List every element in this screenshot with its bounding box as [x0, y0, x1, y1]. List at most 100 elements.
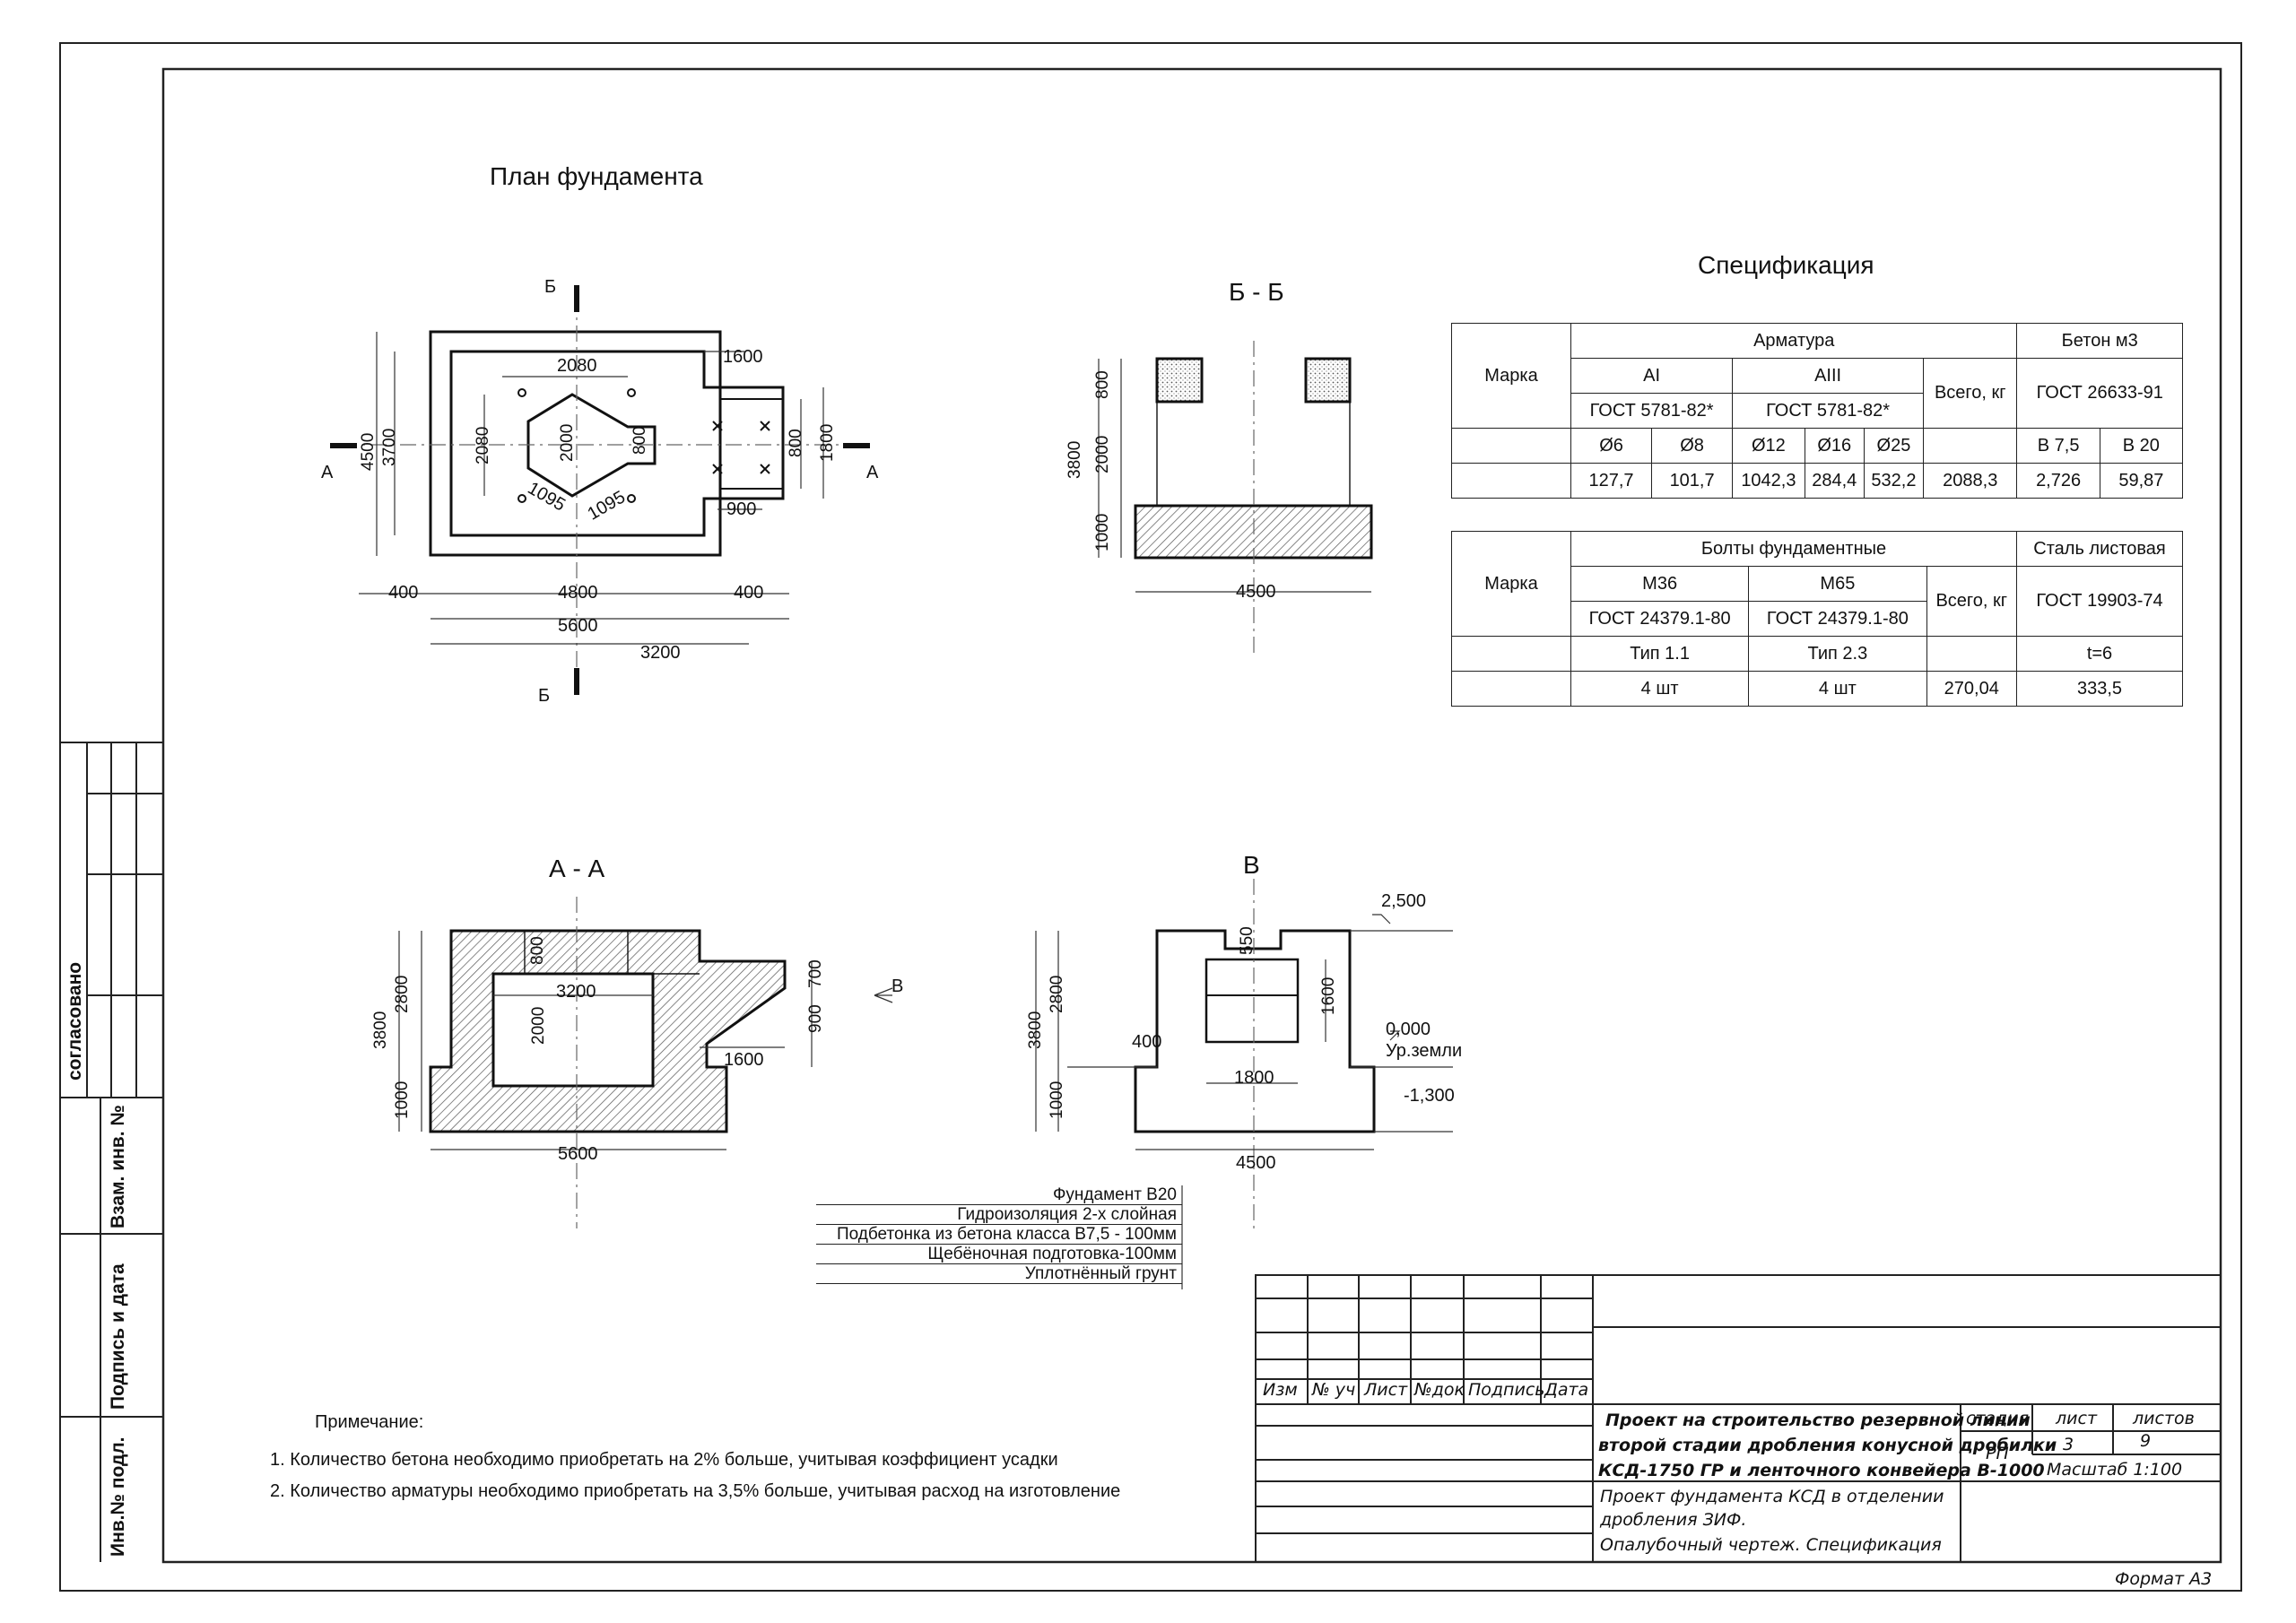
table-cell: 4 шт	[1570, 671, 1750, 707]
col-m65: М65	[1748, 566, 1927, 602]
dim-label: 1800	[818, 423, 837, 462]
table-cell: 333,5	[2015, 671, 2184, 707]
col-marka: Марка	[1451, 531, 1571, 637]
dim-label: 2000	[529, 1006, 548, 1045]
table-cell: 101,7	[1651, 463, 1734, 499]
layer-item: Уплотнённый грунт	[816, 1264, 1182, 1284]
table-cell: 59,87	[2099, 463, 2184, 499]
table-cell: 270,04	[1926, 671, 2017, 707]
dim-label: 3700	[380, 428, 399, 466]
dim-label: 2080	[474, 426, 492, 464]
table-cell: 2088,3	[1923, 463, 2018, 499]
dim-label: 1600	[724, 1050, 764, 1070]
section-mark: А	[321, 463, 334, 482]
level-label: 2,500	[1381, 891, 1427, 911]
col-gost-steel: ГОСТ 19903-74	[2015, 566, 2184, 637]
layer-item: Подбетонка из бетона класса В7,5 - 100мм	[816, 1225, 1182, 1245]
view-v-title: В	[1243, 851, 1260, 879]
tb-stadia-label: стадия	[1966, 1409, 2030, 1428]
section-bb-title: Б - Б	[1229, 278, 1284, 306]
col-aiii: АIII	[1732, 358, 1925, 394]
dim-label: 4800	[558, 583, 598, 603]
tb-project-line: Проект на строительство резервной линии	[1605, 1410, 2031, 1430]
view-mark: В	[891, 976, 904, 996]
col-b20: В 20	[2099, 428, 2184, 464]
spec-title: Спецификация	[1698, 251, 1874, 279]
spec-table-bolts: Марка Болты фундаментные Сталь листовая …	[1451, 531, 2184, 707]
tb-header-izm: Изм	[1263, 1380, 1298, 1400]
steel-thickness: t=6	[2015, 636, 2184, 672]
section-mark: Б	[544, 277, 557, 297]
table-cell: 1042,3	[1732, 463, 1805, 499]
dim-label: 4500	[1236, 1153, 1276, 1173]
plan-drawing	[330, 285, 870, 695]
col-bolts: Болты фундаментные	[1570, 531, 2017, 567]
dim-label: 1800	[1234, 1068, 1274, 1088]
stamp-inv-podl: Инв.№ подл.	[108, 1436, 128, 1557]
dim-label: 2000	[558, 423, 577, 462]
tb-desc-line: Опалубочный чертеж. Спецификация	[1600, 1535, 1942, 1555]
dim-label: 800	[1093, 370, 1112, 399]
dim-label: 3200	[556, 982, 596, 1002]
dim-label: 3800	[1065, 440, 1084, 479]
col-vsego: Всего, кг	[1926, 566, 2017, 637]
col-d16: Ø16	[1804, 428, 1865, 464]
tb-project-line: КСД-1750 ГР и ленточного конвейера В-100…	[1598, 1461, 2045, 1480]
tb-stadia-value: РП	[1986, 1444, 2009, 1463]
table-cell: 2,726	[2016, 463, 2100, 499]
note-item: 1. Количество бетона необходимо приобрет…	[270, 1450, 1058, 1470]
tb-format: Формат А3	[2115, 1569, 2213, 1589]
col-marka: Марка	[1451, 323, 1571, 429]
layer-item: Гидроизоляция 2-х слойная	[816, 1205, 1182, 1225]
dim-label: 4500	[359, 432, 378, 471]
notes-title: Примечание:	[315, 1412, 424, 1432]
col-steel: Сталь листовая	[2015, 531, 2184, 567]
section-mark: Б	[538, 686, 551, 706]
tb-header-data: Дата	[1544, 1380, 1589, 1400]
tb-desc-line: дробления ЗИФ.	[1600, 1510, 1747, 1530]
section-mark: А	[866, 463, 879, 482]
dim-label: 2800	[393, 975, 412, 1013]
dim-label: 1600	[1319, 976, 1338, 1015]
dim-label: 3200	[640, 643, 681, 663]
col-beton: Бетон м3	[2016, 323, 2183, 359]
tb-header-nuch: № уч	[1312, 1380, 1356, 1400]
dim-label: 400	[388, 583, 419, 603]
view-v-drawing	[1035, 879, 1453, 1228]
dim-label: 700	[806, 959, 825, 988]
side-stamp	[60, 742, 163, 1562]
col-d25: Ø25	[1863, 428, 1925, 464]
level-label: Ур.земли	[1386, 1041, 1463, 1061]
col-m36: М36	[1570, 566, 1750, 602]
col-d8: Ø8	[1651, 428, 1734, 464]
plan-title: План фундамента	[490, 162, 703, 190]
tb-scale: Масштаб 1:100	[2047, 1460, 2183, 1480]
tb-list-label: лист	[2056, 1409, 2098, 1428]
gost-ai: ГОСТ 5781-82*	[1570, 393, 1734, 429]
dim-label: 550	[1238, 926, 1257, 955]
dim-label: 1600	[723, 347, 763, 367]
table-cell: 532,2	[1863, 463, 1925, 499]
dim-label: 400	[1132, 1032, 1162, 1052]
level-label: -1,300	[1404, 1086, 1455, 1106]
type-m65: Тип 2.3	[1748, 636, 1927, 672]
tb-header-ndok: №док	[1414, 1380, 1465, 1400]
dim-label: 800	[528, 936, 547, 965]
section-bb-drawing	[1098, 341, 1373, 655]
dim-label: 400	[734, 583, 764, 603]
note-item: 2. Количество арматуры необходимо приобр…	[270, 1481, 1121, 1501]
stamp-vzam-inv: Взам. инв. №	[108, 1105, 128, 1228]
dim-label: 2080	[557, 356, 597, 376]
dim-label: 1000	[393, 1081, 412, 1119]
tb-desc-line: Проект фундамента КСД в отделении	[1600, 1487, 1944, 1506]
tb-project-line: второй стадии дробления конусной дробилк…	[1598, 1436, 2057, 1455]
dim-label: 2800	[1048, 975, 1066, 1013]
col-d12: Ø12	[1732, 428, 1805, 464]
table-cell: 127,7	[1570, 463, 1653, 499]
dim-label: 5600	[558, 616, 598, 636]
dim-label: 900	[806, 1004, 825, 1033]
table-cell: 284,4	[1804, 463, 1865, 499]
tb-header-podpis: Подпись	[1468, 1380, 1545, 1400]
tb-listov-value: 9	[2140, 1431, 2152, 1451]
